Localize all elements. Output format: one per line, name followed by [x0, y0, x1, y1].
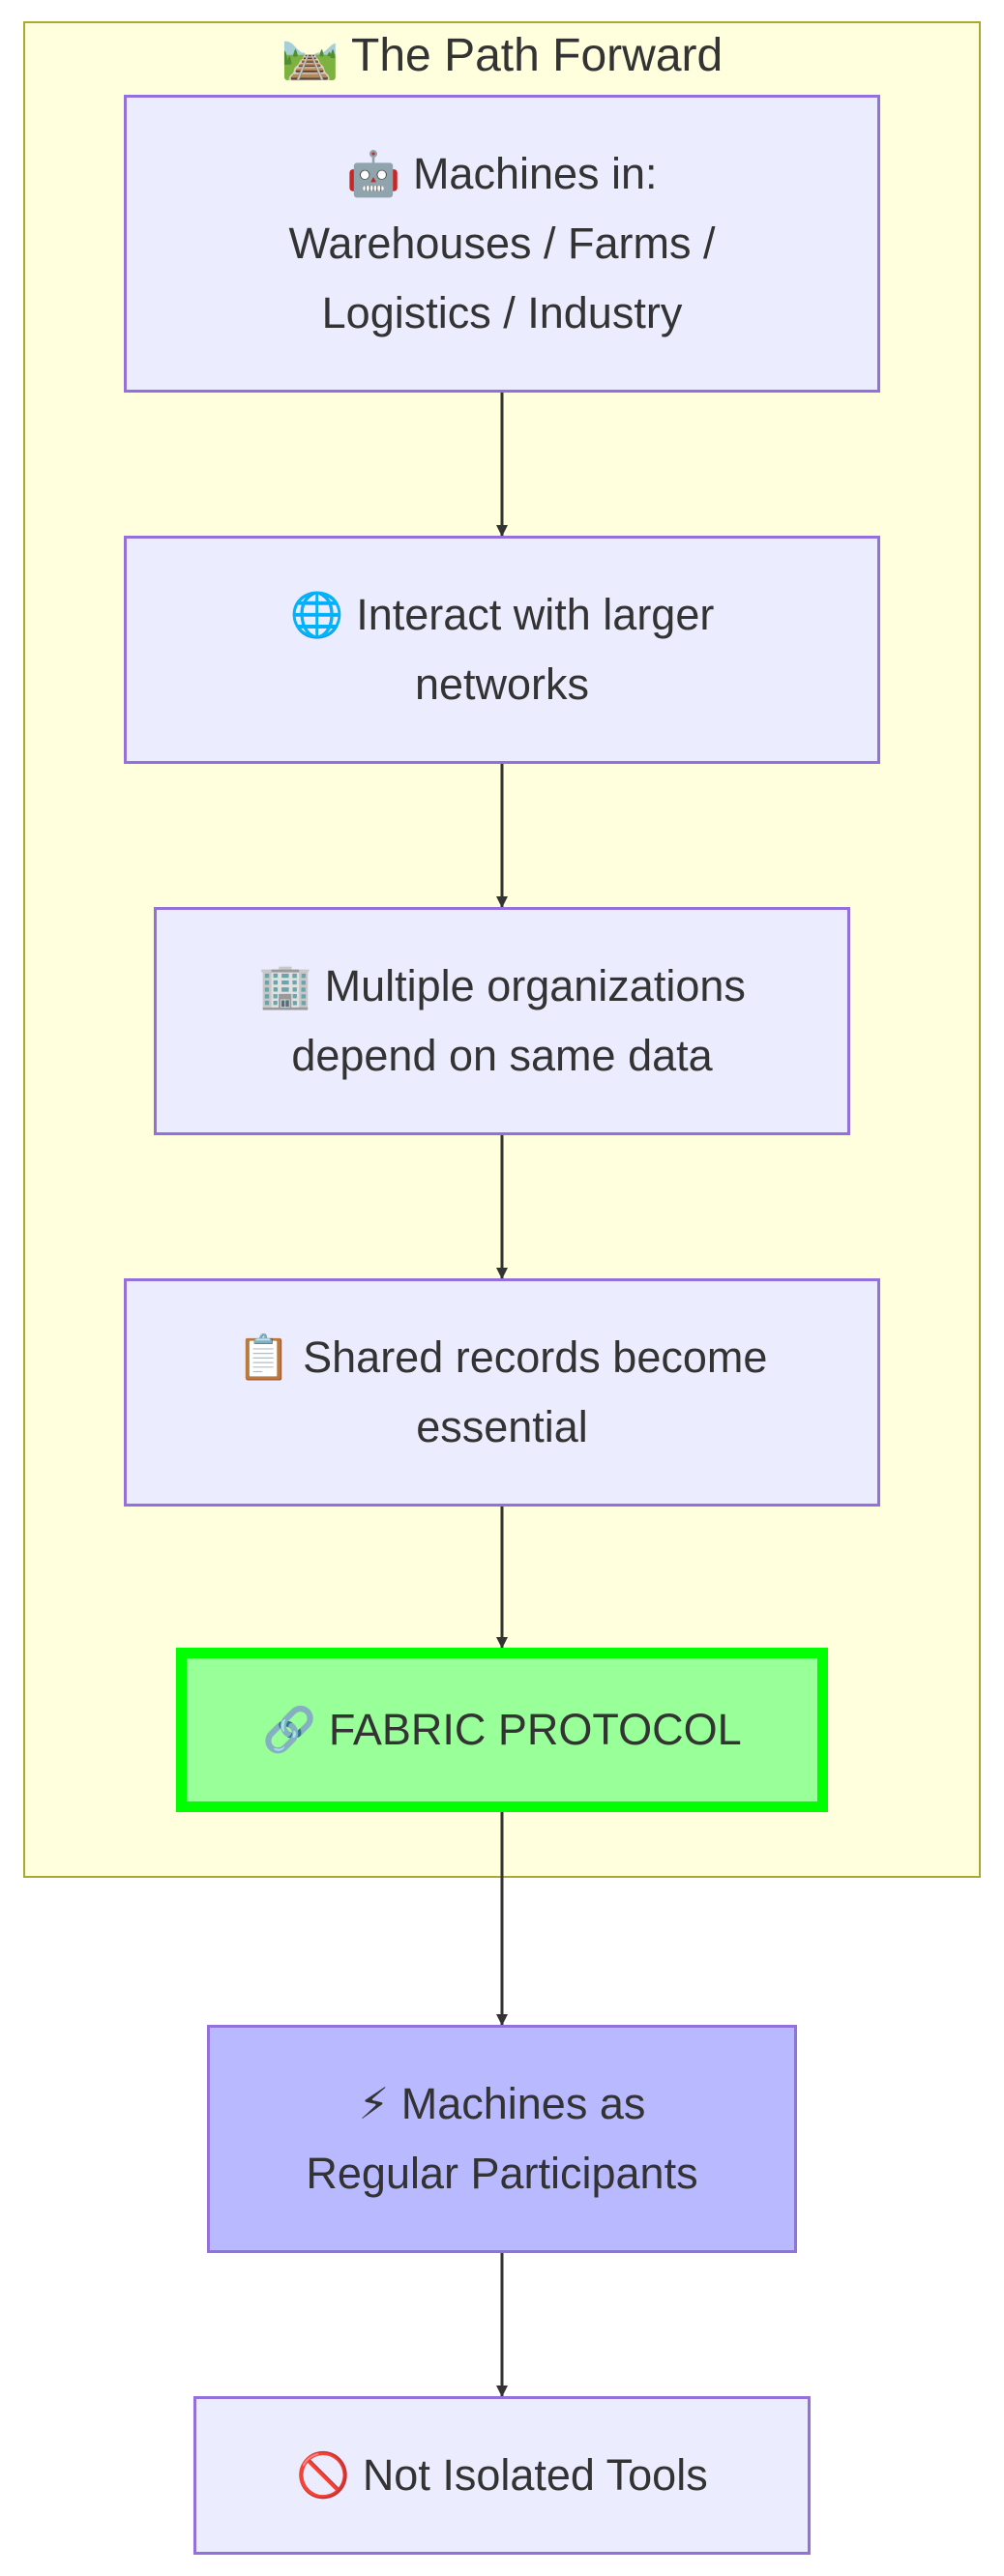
networks-node: 🌐 Interact with larger networks: [124, 536, 880, 764]
participants-label: ⚡ Machines as Regular Participants: [306, 2079, 698, 2198]
records-node: 📋 Shared records become essential: [124, 1278, 880, 1507]
not-isolated-label: 🚫 Not Isolated Tools: [296, 2450, 708, 2500]
fabric-protocol-label: 🔗 FABRIC PROTOCOL: [262, 1705, 742, 1754]
machines-node: 🤖 Machines in: Warehouses / Farms / Logi…: [124, 95, 880, 393]
fabric-protocol-node: 🔗 FABRIC PROTOCOL: [176, 1648, 828, 1812]
records-label: 📋 Shared records become essential: [236, 1332, 768, 1451]
cluster-title: 🛤️ The Path Forward: [281, 30, 723, 81]
machines-label: 🤖 Machines in: Warehouses / Farms / Logi…: [288, 149, 716, 337]
not-isolated-node: 🚫 Not Isolated Tools: [193, 2396, 811, 2555]
participants-node: ⚡ Machines as Regular Participants: [207, 2025, 797, 2253]
networks-label: 🌐 Interact with larger networks: [289, 590, 715, 709]
organizations-node: 🏢 Multiple organizations depend on same …: [154, 907, 850, 1135]
organizations-label: 🏢 Multiple organizations depend on same …: [258, 961, 746, 1080]
